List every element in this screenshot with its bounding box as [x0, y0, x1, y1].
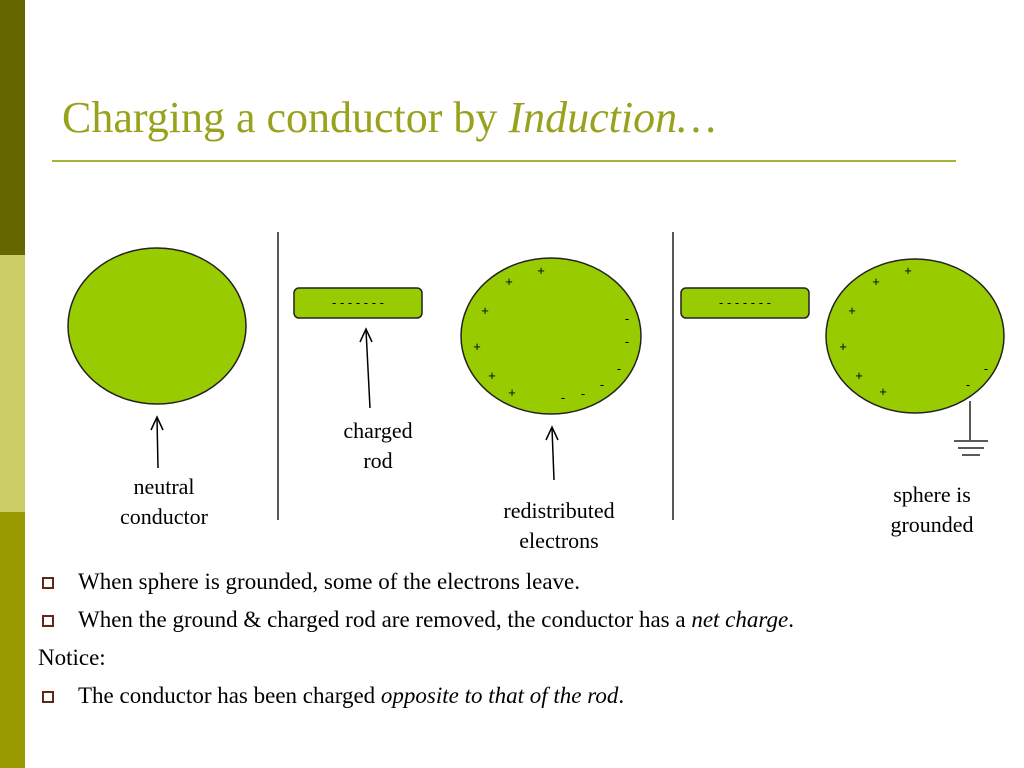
sidebar-band-mid — [0, 512, 25, 768]
notice-heading: Notice: — [38, 645, 106, 670]
bullet-item: When sphere is grounded, some of the ele… — [38, 566, 998, 598]
label-rod-line2: rod — [363, 448, 392, 473]
plus-charge: + — [855, 368, 863, 383]
hollow-square-bullet-icon — [42, 577, 54, 589]
minus-charge: - — [581, 386, 585, 401]
arrow-redistributed-head — [545, 425, 559, 441]
bullet-emphasis: opposite to that of the rod — [380, 683, 619, 708]
plus-charge: + — [508, 385, 516, 400]
bullet-list: When sphere is grounded, some of the ele… — [38, 566, 998, 718]
title-italic: Induction… — [508, 93, 717, 142]
title-main: Charging a conductor by — [62, 93, 509, 142]
title-underline — [52, 160, 956, 162]
sidebar-decoration — [0, 0, 25, 768]
hollow-square-bullet-icon — [42, 691, 54, 703]
bullet-item: The conductor has been charged opposite … — [38, 680, 998, 712]
grounded-sphere — [825, 258, 1005, 414]
label-rod-line1: charged — [343, 418, 412, 443]
minus-charge: - — [984, 361, 988, 376]
induction-diagram: neutral conductor - - - - - - - charged … — [67, 232, 1005, 553]
neutral-sphere — [67, 247, 247, 405]
polarized-sphere — [460, 257, 642, 415]
sidebar-band-light — [0, 255, 25, 512]
label-grounded-line1: sphere is — [893, 482, 971, 507]
plus-charge: + — [872, 274, 880, 289]
hollow-square-bullet-icon — [42, 615, 54, 627]
bullet-emphasis: net charge — [691, 607, 789, 632]
plus-charge: + — [537, 263, 545, 278]
minus-charge: - — [966, 377, 970, 392]
arrow-redistributed — [551, 427, 555, 481]
arrow-rod — [365, 329, 371, 409]
bullet-text: When sphere is grounded, some of the ele… — [78, 569, 580, 594]
minus-charge: - — [625, 311, 629, 326]
minus-charge: - — [600, 377, 604, 392]
bullet-text: When the ground & charged rod are remove… — [78, 607, 692, 632]
plus-charge: + — [473, 339, 481, 354]
minus-charge: - — [561, 390, 565, 405]
ground-symbol-icon — [954, 440, 988, 456]
sidebar-band-dark — [0, 0, 25, 255]
plus-charge: + — [839, 339, 847, 354]
slide-title: Charging a conductor by Induction… — [62, 92, 716, 143]
label-redistributed-line2: electrons — [519, 528, 598, 553]
bullet-text-end: . — [788, 607, 794, 632]
bullet-item: When the ground & charged rod are remove… — [38, 604, 998, 636]
label-redistributed-line1: redistributed — [503, 498, 614, 523]
arrow-neutral-head — [150, 415, 164, 431]
arrow-neutral — [156, 417, 159, 469]
charged-rod-2 — [680, 287, 810, 319]
label-neutral-line1: neutral — [133, 474, 194, 499]
minus-charge: - — [617, 361, 621, 376]
bullet-text: The conductor has been charged — [78, 683, 381, 708]
bullet-text-end: . — [618, 683, 625, 708]
label-grounded-line2: grounded — [890, 512, 973, 537]
charged-rod-1 — [293, 287, 423, 319]
plus-charge: + — [879, 384, 887, 399]
label-neutral-line2: conductor — [120, 504, 209, 529]
plus-charge: + — [488, 368, 496, 383]
arrow-rod-head — [359, 327, 373, 343]
rod-1-charges: - - - - - - - — [332, 295, 384, 310]
plus-charge: + — [505, 274, 513, 289]
plus-charge: + — [904, 263, 912, 278]
rod-2-charges: - - - - - - - — [719, 295, 771, 310]
plus-charge: + — [848, 303, 856, 318]
minus-charge: - — [625, 334, 629, 349]
plus-charge: + — [481, 303, 489, 318]
